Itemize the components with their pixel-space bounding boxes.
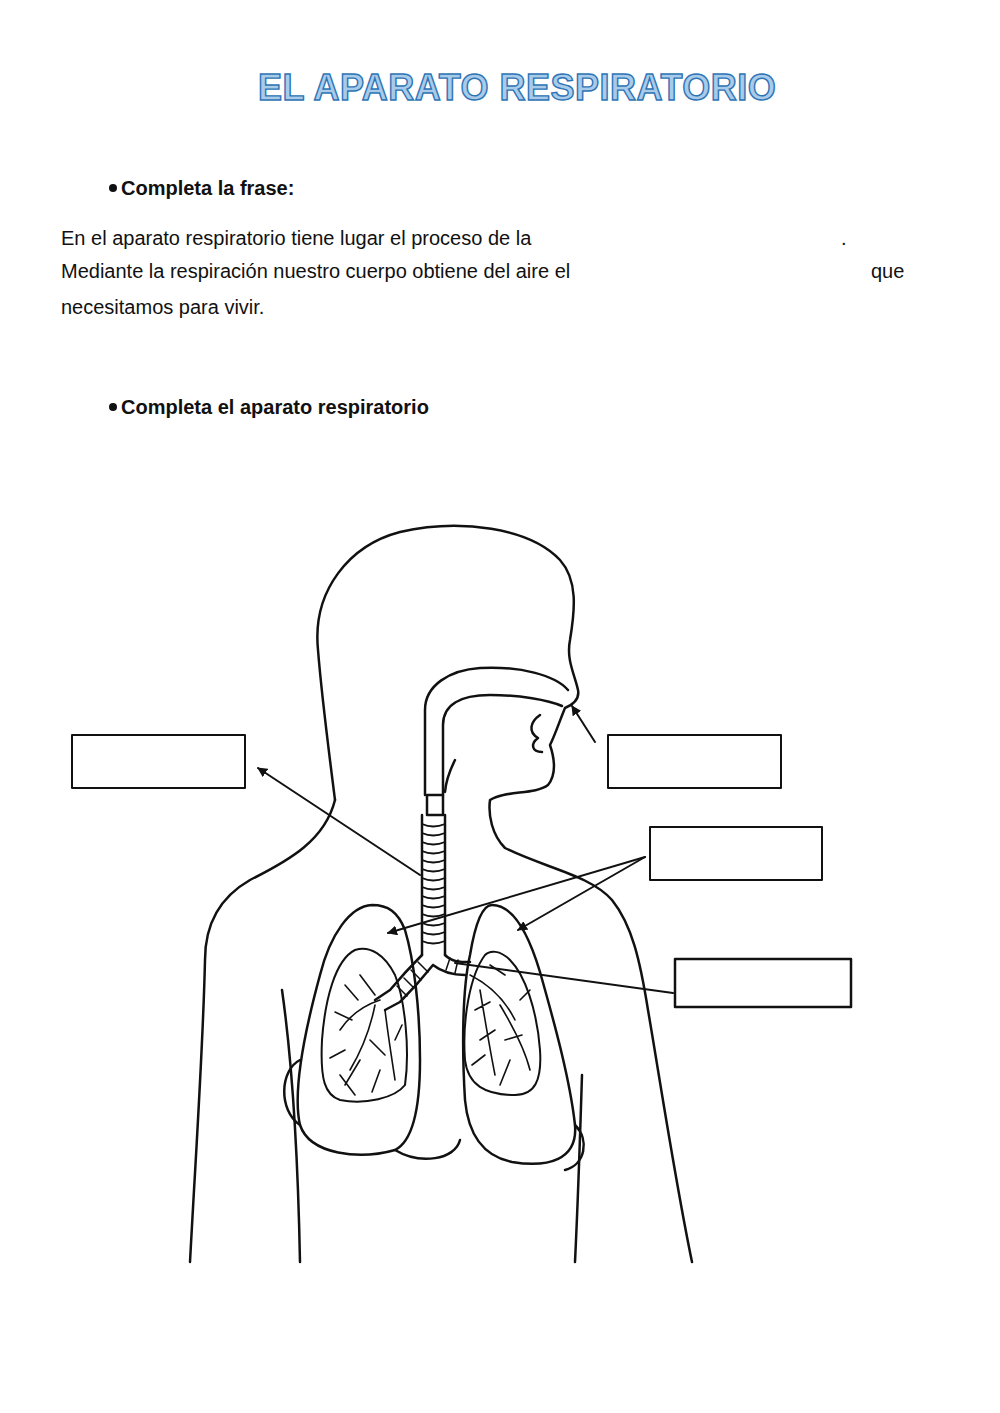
sentence-text: Mediante la respiración nuestro cuerpo o… bbox=[61, 259, 570, 283]
answer-box bbox=[608, 735, 781, 788]
bullet bbox=[109, 403, 117, 411]
mouth bbox=[531, 715, 542, 752]
body-outline bbox=[190, 800, 335, 1262]
nasal-cavity bbox=[443, 695, 562, 795]
lung-lobe bbox=[565, 1125, 584, 1170]
bullet bbox=[109, 184, 117, 192]
lung bbox=[463, 905, 575, 1164]
leader-arrow bbox=[388, 857, 645, 933]
larynx bbox=[427, 795, 443, 815]
mouth bbox=[445, 760, 455, 792]
leader-arrow bbox=[572, 706, 595, 742]
sentence-text: que bbox=[871, 259, 904, 283]
lung bbox=[298, 905, 420, 1155]
body-outline bbox=[317, 526, 692, 1262]
answer-box bbox=[675, 959, 851, 1007]
arm-line bbox=[282, 990, 300, 1262]
instruction: Completa el aparato respiratorio bbox=[121, 395, 429, 419]
instruction: Completa la frase: bbox=[121, 176, 294, 200]
lung-branches bbox=[470, 965, 530, 1085]
answer-box bbox=[650, 827, 822, 880]
leader-arrow bbox=[258, 768, 420, 875]
sentence-text: En el aparato respiratorio tiene lugar e… bbox=[61, 226, 531, 250]
sentence-text: . bbox=[841, 226, 847, 250]
answer-box bbox=[72, 735, 245, 788]
leader-line bbox=[455, 963, 673, 993]
leader-arrow bbox=[518, 857, 645, 930]
arm-line bbox=[575, 1075, 582, 1262]
lung-lobe bbox=[284, 1060, 460, 1159]
page-title: EL APARATO RESPIRATORIO bbox=[258, 66, 776, 110]
trachea-rings bbox=[422, 824, 445, 944]
bronchus-rings bbox=[397, 958, 458, 996]
trachea bbox=[422, 815, 445, 955]
lung-branches bbox=[330, 975, 402, 1095]
sentence-text: necesitamos para vivir. bbox=[61, 295, 264, 319]
lung-interior bbox=[322, 949, 407, 1102]
nasal-cavity bbox=[425, 668, 568, 795]
